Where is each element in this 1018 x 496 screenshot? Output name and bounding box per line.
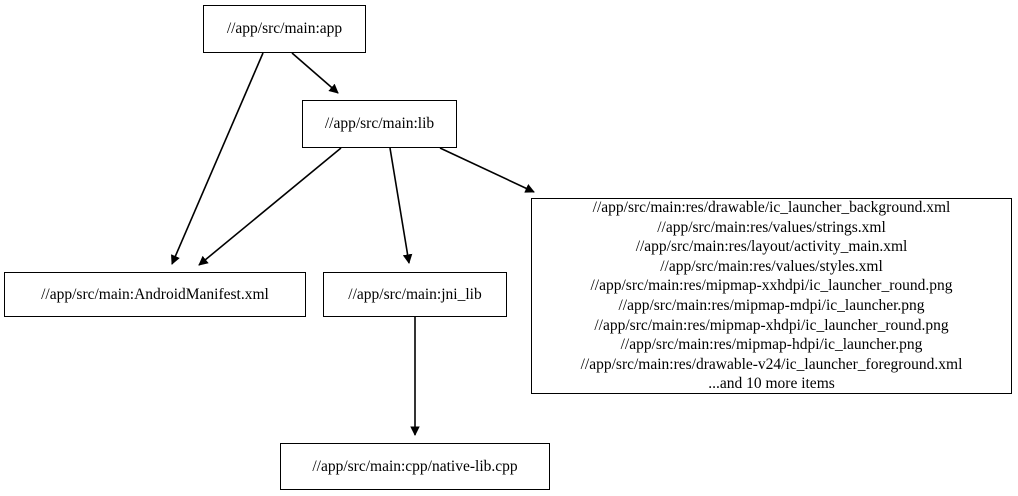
edge-lib-to-manifest: [198, 147, 342, 266]
node-res-bundle[interactable]: //app/src/main:res/drawable/ic_launcher_…: [531, 198, 1012, 394]
node-jni-lib[interactable]: //app/src/main:jni_lib: [323, 272, 507, 317]
node-res-line: //app/src/main:res/mipmap-xxhdpi/ic_laun…: [590, 277, 953, 295]
node-res-line: //app/src/main:res/mipmap-mdpi/ic_launch…: [618, 297, 925, 314]
node-res-more-items-label: ...and 10 more items: [708, 375, 835, 393]
node-jni-lib-label: //app/src/main:jni_lib: [348, 285, 482, 303]
node-res-line: //app/src/main:res/values/strings.xml: [657, 218, 886, 236]
node-res-line: //app/src/main:res/mipmap-hdpi/ic_launch…: [620, 336, 923, 354]
edge-app-to-manifest: [171, 52, 264, 265]
edge-lib-to-jni-lib: [389, 147, 413, 264]
node-app-label: //app/src/main:app: [226, 20, 343, 38]
node-lib[interactable]: //app/src/main:lib: [302, 100, 457, 148]
node-res-line: //app/src/main:res/values/styles.xml: [660, 257, 883, 275]
edge-app-to-lib: [291, 52, 339, 94]
node-lib-label: //app/src/main:lib: [324, 115, 435, 133]
node-res-line: //app/src/main:res/drawable-v24/ic_launc…: [580, 355, 963, 373]
node-native-lib-cpp[interactable]: //app/src/main:cpp/native-lib.cpp: [280, 443, 550, 490]
node-android-manifest[interactable]: //app/src/main:AndroidManifest.xml: [4, 272, 306, 317]
node-android-manifest-label: //app/src/main:AndroidManifest.xml: [41, 285, 269, 303]
node-app[interactable]: //app/src/main:app: [203, 5, 366, 53]
node-res-line: //app/src/main:res/drawable/ic_launcher_…: [592, 199, 951, 217]
node-res-line: //app/src/main:res/layout/activity_main.…: [635, 238, 908, 256]
node-res-line: //app/src/main:res/mipmap-xhdpi/ic_launc…: [594, 316, 949, 334]
node-native-lib-cpp-label: //app/src/main:cpp/native-lib.cpp: [312, 457, 518, 475]
edge-lib-to-res: [439, 147, 535, 193]
